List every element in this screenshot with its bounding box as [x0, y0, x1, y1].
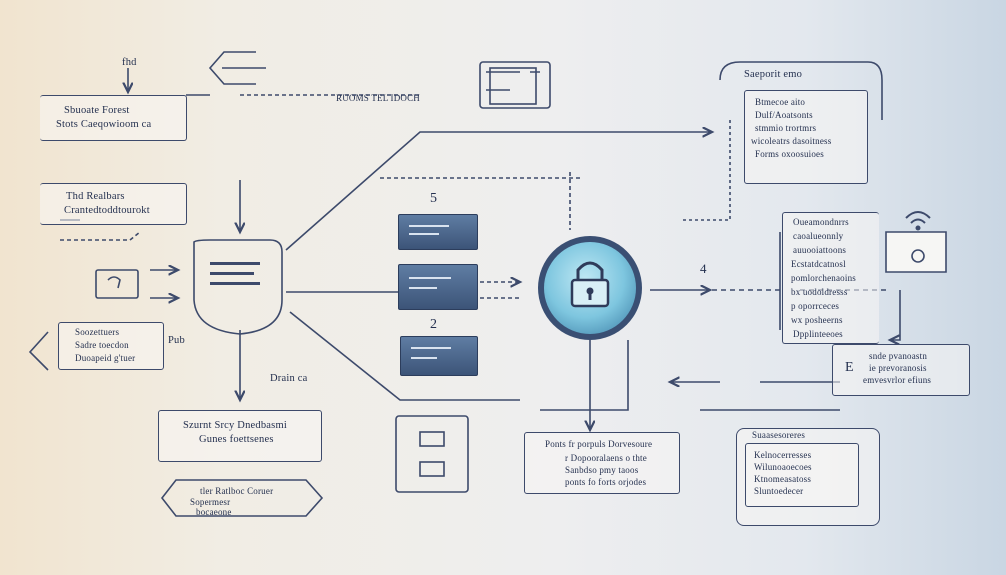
- right-list-item: pomlorchenaoins: [791, 273, 856, 283]
- number-2: 2: [430, 317, 438, 332]
- tl-box-line: Sbuoate Forest: [64, 105, 130, 116]
- lower-left-line: Duoapeid g'tuer: [75, 353, 136, 363]
- right-box: E snde pvanoastn ie prevoranosis emvesvr…: [832, 344, 970, 396]
- ml-box-line: Thd Realbars: [66, 191, 125, 202]
- right-box-letter: E: [845, 360, 854, 375]
- center-bottom-line: ponts fo forts orjodes: [565, 477, 647, 487]
- tr-box-line: wicoleatrs dasoitness: [751, 136, 832, 146]
- bottom-right-line: Wilunoaoecoes: [754, 462, 812, 472]
- top-right-title: Saeporit emo: [744, 69, 803, 80]
- hub-line: [210, 272, 254, 275]
- tr-box: Btmecoe aito Dulf/Aoatsonts stmmio trort…: [744, 90, 868, 184]
- lower-left-box: Soozettuers Sadre toecdon Duoapeid g'tue…: [58, 322, 164, 370]
- number-4: 4: [700, 261, 707, 276]
- lower-left-line: Soozettuers: [75, 327, 120, 337]
- center-top-label: RUOMS TEL IDOCH: [336, 93, 421, 103]
- bottom-left-line: Sopermesr: [190, 497, 231, 507]
- pub-label: Pub: [168, 335, 185, 346]
- bottom-mid-line: Szurnt Srcy Dnedbasmi: [183, 420, 287, 431]
- right-list-item: Oueamondnrrs: [793, 217, 849, 227]
- center-bottom-box: Ponts fr porpuls Dorvesoure r Dopooralae…: [524, 432, 680, 494]
- center-bottom-line: Ponts fr porpuls Dorvesoure: [545, 439, 653, 449]
- bottom-right-line: Suaasesoreres: [752, 430, 806, 440]
- right-list-box: Oueamondnrrs caoalueonnly auuooiattoons …: [782, 212, 879, 344]
- right-box-line: ie prevoranosis: [869, 363, 927, 373]
- center-bottom-line: r Dopooralaens o thte: [565, 453, 647, 463]
- drain-label: Drain ca: [270, 373, 308, 384]
- bottom-right-line: Ktnomeasatoss: [754, 474, 812, 484]
- right-list-item: wx posheerns: [791, 315, 843, 325]
- right-box-line: snde pvanoastn: [869, 351, 928, 361]
- bottom-right-line: Kelnocerresses: [754, 450, 812, 460]
- lower-left-line: Sadre toecdon: [75, 340, 129, 350]
- tr-box-line: Dulf/Aoatsonts: [755, 110, 813, 120]
- right-box-line: emvesvrlor efiuns: [863, 375, 932, 385]
- right-list-item: bx uodoldresss: [791, 287, 848, 297]
- bottom-right-line: Sluntoedecer: [754, 486, 804, 496]
- tr-box-line: stmmio trortmrs: [755, 123, 817, 133]
- ml-box-line: Crantedtoddtourokt: [64, 205, 150, 216]
- bottom-right-frame: Suaasesoreres Kelnocerresses Wilunoaoeco…: [736, 428, 880, 526]
- tr-box-line: Btmecoe aito: [755, 97, 806, 107]
- folder-icon: [885, 231, 947, 273]
- bottom-left-line: tler Ratlboc Coruer: [200, 486, 274, 496]
- bottom-right-box: Suaasesoreres Kelnocerresses Wilunoaoeco…: [745, 430, 859, 507]
- document-stack-3: [400, 336, 478, 376]
- right-list-item: caoalueonnly: [793, 231, 844, 241]
- top-left-tag: fhd: [122, 57, 137, 68]
- right-list-item: auuooiattoons: [793, 245, 847, 255]
- bottom-left-line: bocaeone: [196, 507, 232, 517]
- number-5: 5: [430, 191, 438, 206]
- arrow-icon: [208, 51, 266, 85]
- center-bottom-line: Sanbdso pmy taoos: [565, 465, 639, 475]
- right-list-item: Ecstatdcatnosl: [791, 259, 846, 269]
- ml-box: Thd Realbars Crantedtoddtourokt: [40, 183, 187, 225]
- hub-line: [210, 262, 260, 265]
- tr-box-line: Forms oxoosuioes: [755, 149, 824, 159]
- wifi-icon: [905, 211, 931, 231]
- right-list-item: p oporrceces: [791, 301, 840, 311]
- document-stack-1: [398, 214, 478, 250]
- tl-box: Sbuoate Forest Stots Caeqowioom ca: [40, 95, 187, 141]
- document-stack-2: [398, 264, 478, 310]
- bottom-mid-box: Szurnt Srcy Dnedbasmi Gunes foettsenes: [158, 410, 322, 462]
- tl-box-line: Stots Caeqowioom ca: [56, 119, 152, 130]
- hub-line: [210, 282, 260, 285]
- right-list-item: Dpplinteeoes: [793, 329, 843, 339]
- bottom-mid-line: Gunes foettsenes: [199, 434, 274, 445]
- lock-icon: [538, 236, 642, 340]
